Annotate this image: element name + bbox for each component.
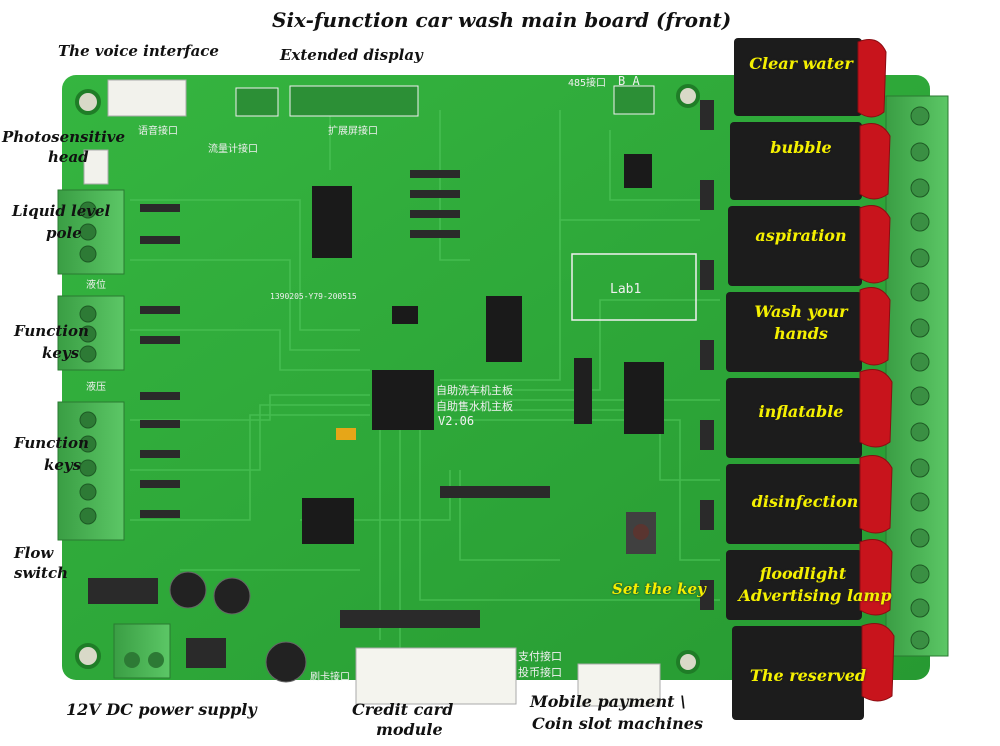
silk-coin-port: 投币接口 xyxy=(518,666,562,679)
relay-label-wash-hands-1: Wash your xyxy=(754,302,848,321)
label-liquid-level-1: Liquid level xyxy=(12,202,111,220)
relay-label-inflatable: inflatable xyxy=(758,402,844,421)
relays xyxy=(726,38,864,720)
label-function-keys-a-1: Function xyxy=(14,322,89,340)
label-mobile-payment-1: Mobile payment \ xyxy=(530,692,686,711)
label-credit-card-1: Credit card xyxy=(352,700,454,719)
mounting-holes xyxy=(75,84,700,674)
smd-parts xyxy=(88,100,714,668)
ics xyxy=(302,154,664,554)
label-liquid-level-2: pole xyxy=(46,224,82,242)
relay-label-clear-water: Clear water xyxy=(749,54,853,73)
label-photosensitive-1: Photosensitive xyxy=(2,128,126,146)
silk-pressure: 液压 xyxy=(86,382,106,393)
silk-card-port: 刷卡接口 xyxy=(310,672,350,683)
relay-label-reserved: The reserved xyxy=(749,666,867,685)
relay-label-disinfection: disinfection xyxy=(751,492,859,511)
silk-liquid: 液位 xyxy=(86,280,106,291)
relay-label-floodlight: floodlight xyxy=(759,564,847,583)
silk-pay-port: 支付接口 xyxy=(518,650,562,663)
silk-voice-port: 语音接口 xyxy=(138,126,178,137)
relay-label-aspiration: aspiration xyxy=(755,226,847,245)
label-voice-interface: The voice interface xyxy=(58,42,219,60)
silk-chip-cn-2: 自助售水机主板 xyxy=(436,400,513,413)
label-set-the-key: Set the key xyxy=(612,580,706,598)
label-credit-card-2: module xyxy=(376,720,443,739)
label-function-keys-a-2: keys xyxy=(42,344,80,362)
lab-box xyxy=(571,253,697,321)
silk-version: V2.06 xyxy=(438,414,475,428)
left-terminal-blocks xyxy=(57,189,171,679)
label-photosensitive-2: head xyxy=(48,148,89,166)
right-terminal-strip xyxy=(885,95,949,657)
silk-485: 485接口 xyxy=(568,78,607,89)
electrolytic-capacitors xyxy=(169,428,356,683)
label-flow-switch-2: switch xyxy=(14,564,69,582)
label-mobile-payment-2: Coin slot machines xyxy=(532,714,703,733)
label-power-supply: 12V DC power supply xyxy=(66,700,257,719)
silk-flowmeter: 流量计接口 xyxy=(208,144,258,155)
connectors xyxy=(83,79,661,707)
silk-date-code: 1390205-Y79-200515 xyxy=(270,292,357,301)
silk-chip-cn-1: 自助洗车机主板 xyxy=(436,384,513,397)
label-function-keys-b-1: Function xyxy=(14,434,89,452)
silk-lab1: Lab1 xyxy=(610,282,642,297)
label-function-keys-b-2: keys xyxy=(44,456,82,474)
red-capacitors xyxy=(857,39,895,702)
silk-ab: B A xyxy=(618,74,640,88)
silk-ext-port: 扩展屏接口 xyxy=(328,126,378,137)
board-title: Six-function car wash main board (front) xyxy=(272,8,732,32)
relay-label-advertising-lamp: Advertising lamp xyxy=(738,586,892,605)
label-flow-switch-1: Flow xyxy=(14,544,54,562)
label-extended-display: Extended display xyxy=(280,46,423,64)
relay-label-wash-hands-2: hands xyxy=(774,324,828,343)
relay-label-bubble: bubble xyxy=(770,138,832,157)
